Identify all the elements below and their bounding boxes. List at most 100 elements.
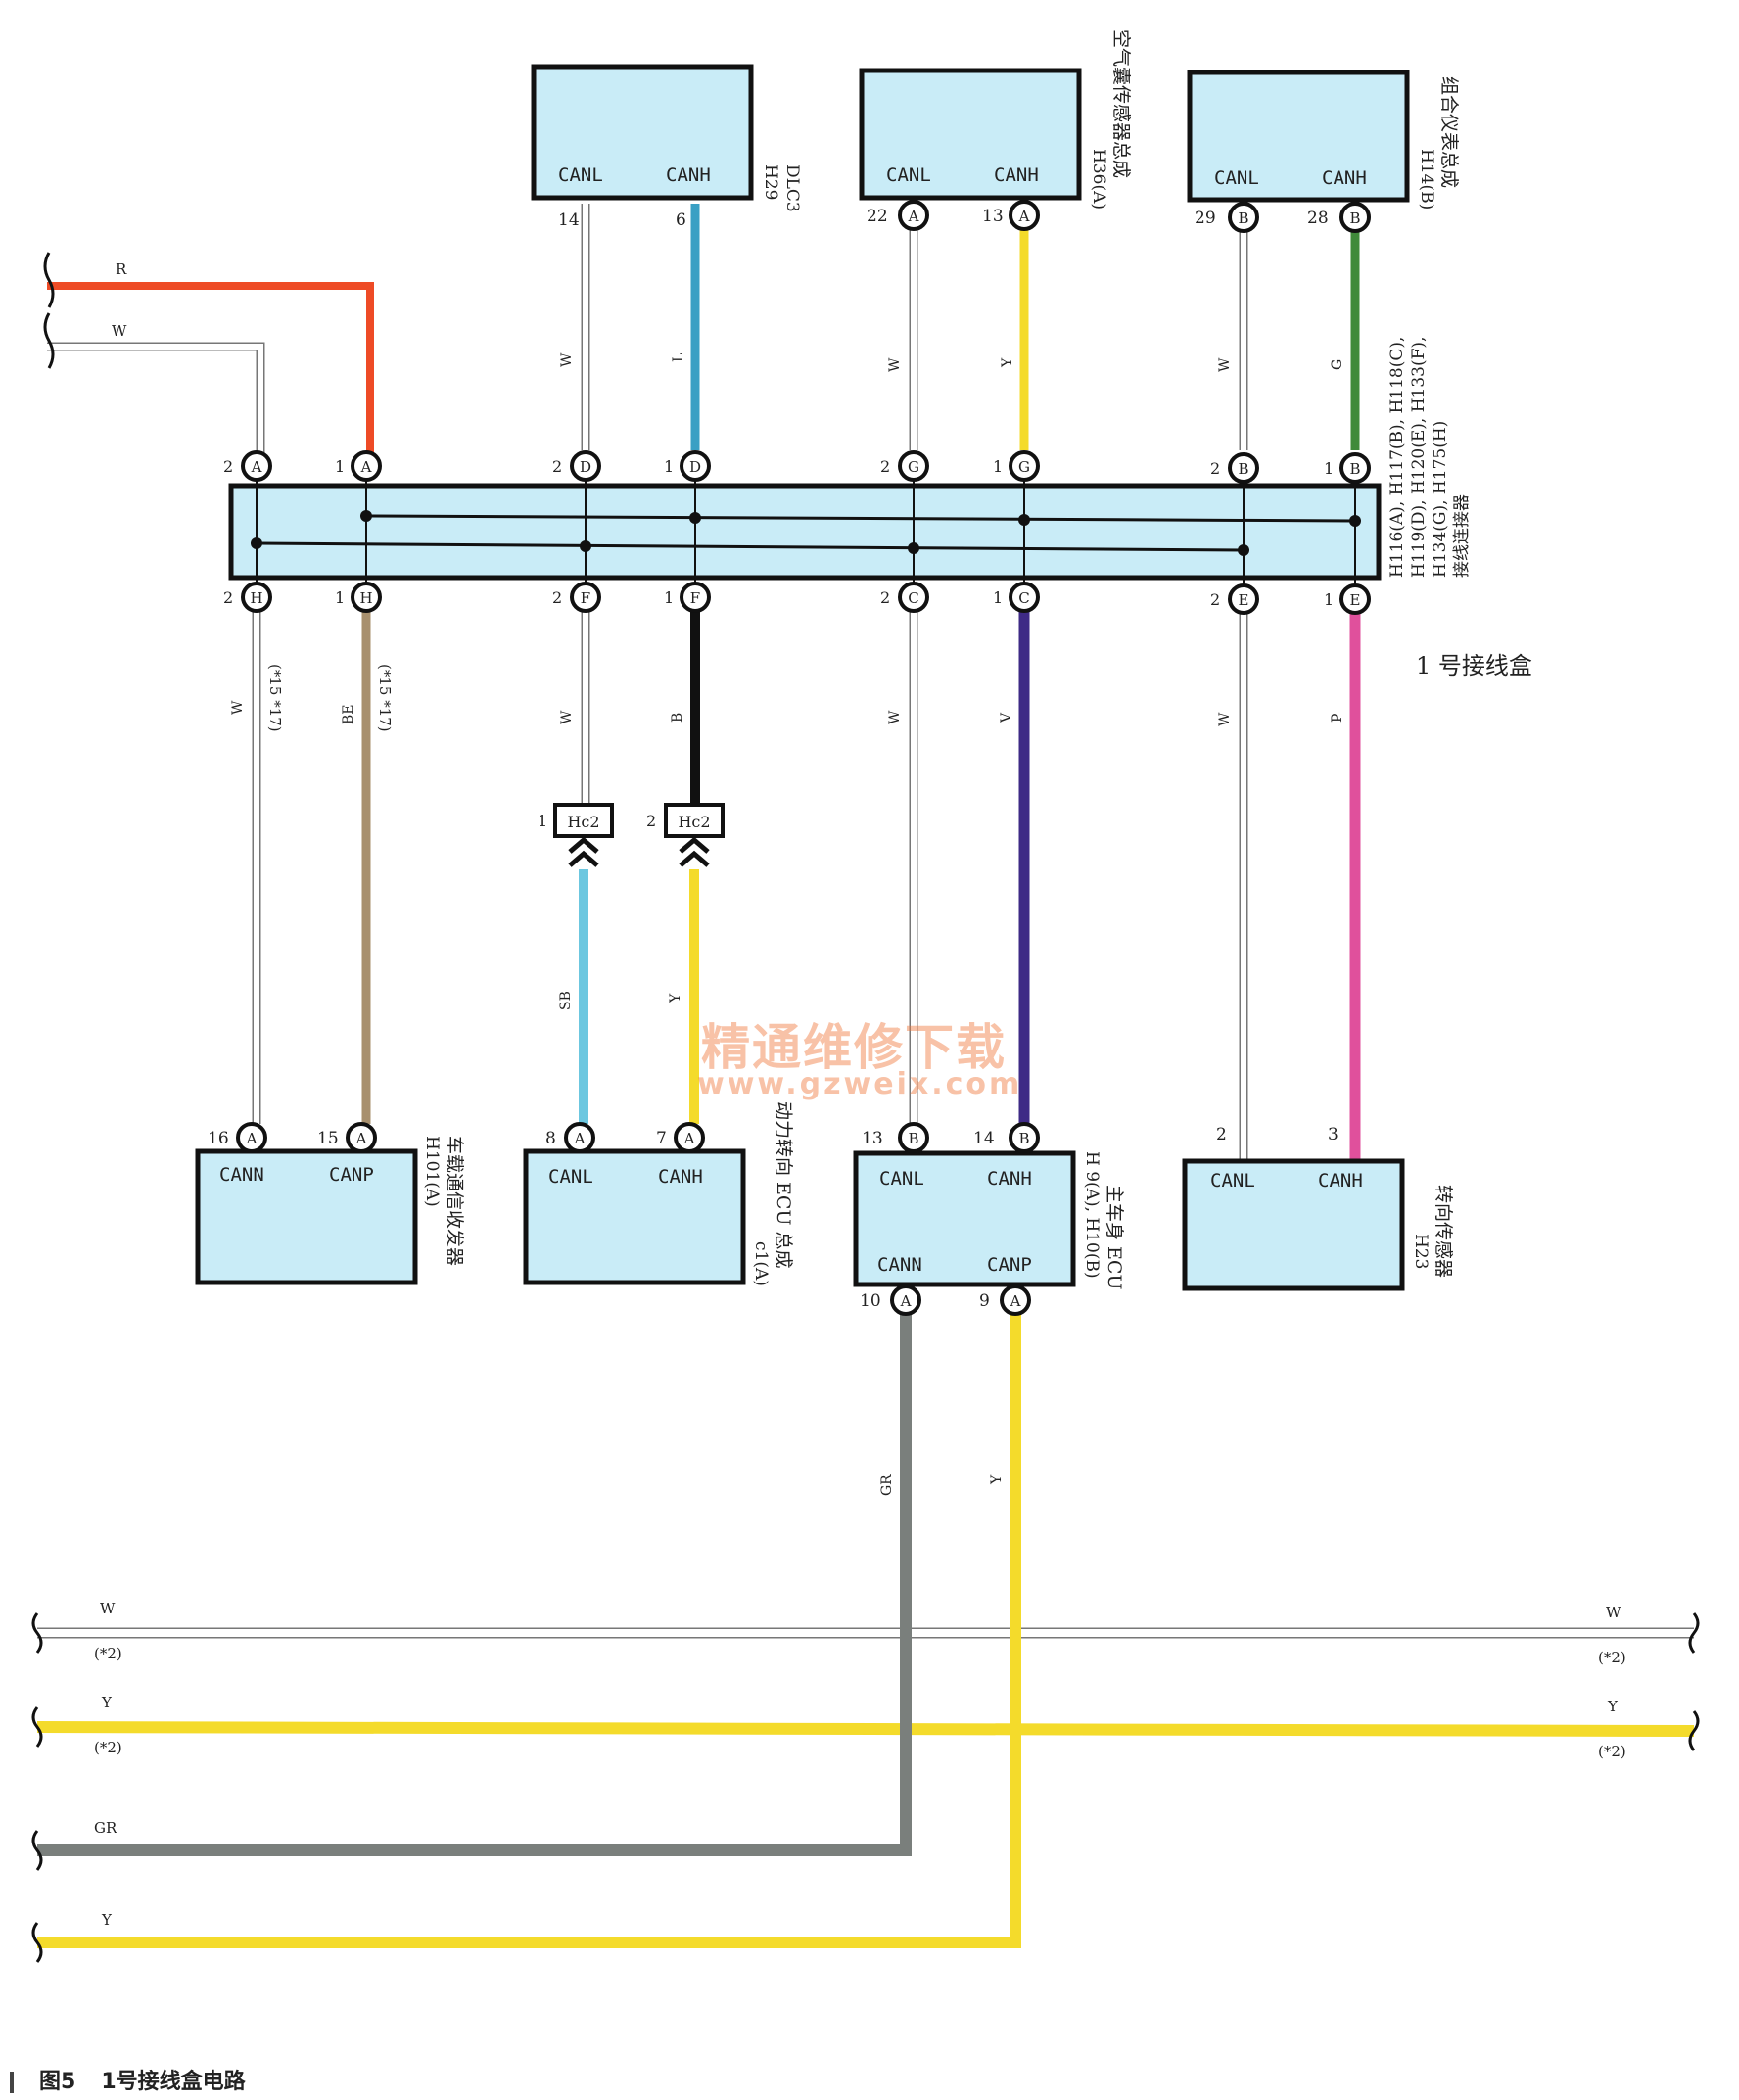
wire-label-y-v: Y bbox=[989, 1474, 1005, 1485]
svg-text:1: 1 bbox=[1324, 459, 1334, 478]
jtop-pin-1: A1 bbox=[335, 450, 382, 482]
caption-fig-number: 图5 bbox=[39, 2070, 76, 2094]
svg-text:B: B bbox=[1238, 210, 1248, 227]
svg-text:2: 2 bbox=[646, 812, 656, 830]
note-17b: (*15 *17) bbox=[376, 664, 394, 732]
svg-text:(*2): (*2) bbox=[94, 1739, 122, 1756]
dlc3-name: DLC3 bbox=[782, 164, 802, 212]
steer-canl-label: CANL bbox=[1210, 1170, 1255, 1191]
svg-text:1: 1 bbox=[538, 812, 547, 830]
meter-pin29: 29 bbox=[1195, 209, 1216, 228]
junction-top-pins: A2 A1 D2 D1 G2 G1 B2 B1 bbox=[223, 450, 1371, 484]
wire-label-w-meter: W bbox=[1217, 357, 1233, 372]
jtop-pin-6: B2 bbox=[1210, 452, 1259, 484]
svg-text:B: B bbox=[908, 1130, 918, 1147]
wire-label-sb: SB bbox=[558, 991, 574, 1010]
caption-bar bbox=[10, 2072, 14, 2093]
body-canh-label: CANH bbox=[987, 1168, 1032, 1190]
jtop-pin-2: D2 bbox=[552, 450, 601, 482]
dlc3-canl-label: CANL bbox=[558, 164, 603, 186]
jtop-pin-5: G1 bbox=[993, 450, 1040, 482]
gateway-code: H101(A) bbox=[422, 1136, 442, 1207]
jbot-pin-4: C2 bbox=[880, 582, 929, 613]
body-cann-label: CANN bbox=[877, 1254, 922, 1276]
dlc3-code: H29 bbox=[761, 164, 780, 200]
steer-code: H23 bbox=[1411, 1234, 1431, 1269]
meter-code: H14(B) bbox=[1417, 149, 1436, 210]
svg-text:B: B bbox=[1238, 460, 1248, 478]
svg-text:A: A bbox=[1010, 1292, 1021, 1310]
dlc3-canh-label: CANH bbox=[666, 164, 711, 186]
svg-text:Hc2: Hc2 bbox=[567, 813, 599, 831]
hc2-connector-1: Hc2 1 bbox=[538, 803, 614, 867]
svg-text:A: A bbox=[251, 458, 262, 476]
body-canp-label: CANP bbox=[987, 1254, 1032, 1276]
body-canl-label: CANL bbox=[879, 1168, 924, 1190]
svg-text:F: F bbox=[690, 589, 700, 607]
svg-text:A: A bbox=[574, 1130, 586, 1147]
svg-text:Y: Y bbox=[101, 1694, 113, 1711]
svg-text:1: 1 bbox=[664, 457, 674, 476]
dlc3-pin14: 14 bbox=[558, 210, 580, 230]
gateway-cann-label: CANN bbox=[219, 1164, 264, 1186]
svg-text:1: 1 bbox=[335, 457, 345, 476]
svg-text:2: 2 bbox=[1210, 459, 1220, 478]
body-pin-circles: B B 13 14 A A 10 9 bbox=[860, 1122, 1040, 1316]
airbag-pin22: 22 bbox=[867, 207, 888, 226]
wire-label-y-eps: Y bbox=[668, 993, 683, 1003]
svg-text:C: C bbox=[1018, 589, 1029, 607]
wire-label-w-c: W bbox=[887, 710, 903, 724]
svg-text:1: 1 bbox=[993, 457, 1003, 476]
junction-box bbox=[228, 480, 1382, 585]
svg-text:3: 3 bbox=[1328, 1125, 1339, 1144]
wire-w-incoming: W bbox=[43, 312, 265, 462]
hc2-connector-2: Hc2 2 bbox=[646, 803, 725, 867]
eps-code: c1(A) bbox=[751, 1241, 771, 1286]
meter-pin28: 28 bbox=[1307, 209, 1329, 228]
wire-label-gr-h: GR bbox=[94, 1819, 118, 1837]
svg-text:8: 8 bbox=[545, 1129, 556, 1148]
svg-text:E: E bbox=[1350, 591, 1361, 609]
svg-text:A: A bbox=[355, 1130, 367, 1147]
body-code: H 9(A), H10(B) bbox=[1082, 1151, 1102, 1279]
svg-text:1: 1 bbox=[993, 588, 1003, 607]
jbot-pin-0: H2 bbox=[223, 582, 272, 613]
device-power-steering-ecu: CANL CANH A A 8 7 c1(A) 动力转向 ECU 总成 bbox=[523, 1101, 794, 1286]
svg-text:C: C bbox=[908, 589, 918, 607]
junction-code-2: H119(D), H120(E), H133(F), bbox=[1409, 337, 1429, 578]
wire-label-be: BE bbox=[341, 704, 356, 724]
svg-text:Hc2: Hc2 bbox=[678, 813, 710, 831]
device-combination-meter: CANL CANH 29 28 H14(B) 组合仪表总成 bbox=[1187, 70, 1460, 228]
bus-y: Y (*2) Y (*2) bbox=[36, 1694, 1695, 1760]
svg-text:B: B bbox=[1349, 210, 1360, 227]
dlc3-pin6: 6 bbox=[676, 210, 686, 230]
junction-code-3: H134(G), H175(H) bbox=[1431, 421, 1450, 578]
svg-text:A: A bbox=[360, 458, 372, 476]
svg-text:H: H bbox=[250, 589, 262, 607]
svg-text:G: G bbox=[1018, 458, 1030, 476]
svg-text:15: 15 bbox=[317, 1129, 339, 1148]
svg-text:(*2): (*2) bbox=[94, 1645, 122, 1662]
svg-text:W: W bbox=[100, 1600, 116, 1617]
device-main-body-ecu: CANL CANH CANN CANP H 9(A), H10(B) 主车身 E… bbox=[853, 1150, 1125, 1289]
svg-text:D: D bbox=[689, 458, 701, 476]
svg-text:H: H bbox=[359, 589, 372, 607]
device-dlc3: CANL CANH 14 6 H29 DLC3 bbox=[531, 64, 802, 230]
eps-canl-label: CANL bbox=[548, 1166, 593, 1188]
wire-label-y-h: Y bbox=[101, 1911, 113, 1929]
gateway-name: 车载通信收发器 bbox=[444, 1136, 465, 1266]
airbag-canh-label: CANH bbox=[994, 164, 1039, 186]
svg-text:13: 13 bbox=[862, 1129, 883, 1148]
svg-text:G: G bbox=[908, 458, 919, 476]
eps-canh-label: CANH bbox=[658, 1166, 703, 1188]
jbot-pin-5: C1 bbox=[993, 582, 1040, 613]
meter-name: 组合仪表总成 bbox=[1438, 76, 1460, 188]
jbot-pin-1: H1 bbox=[335, 582, 382, 613]
svg-text:7: 7 bbox=[656, 1129, 667, 1148]
wire-label-w-airbag: W bbox=[887, 357, 903, 372]
wire-r-incoming: R bbox=[43, 252, 374, 462]
wire-label-w-gateway: W bbox=[230, 700, 246, 715]
wire-label-l: L bbox=[671, 353, 686, 362]
